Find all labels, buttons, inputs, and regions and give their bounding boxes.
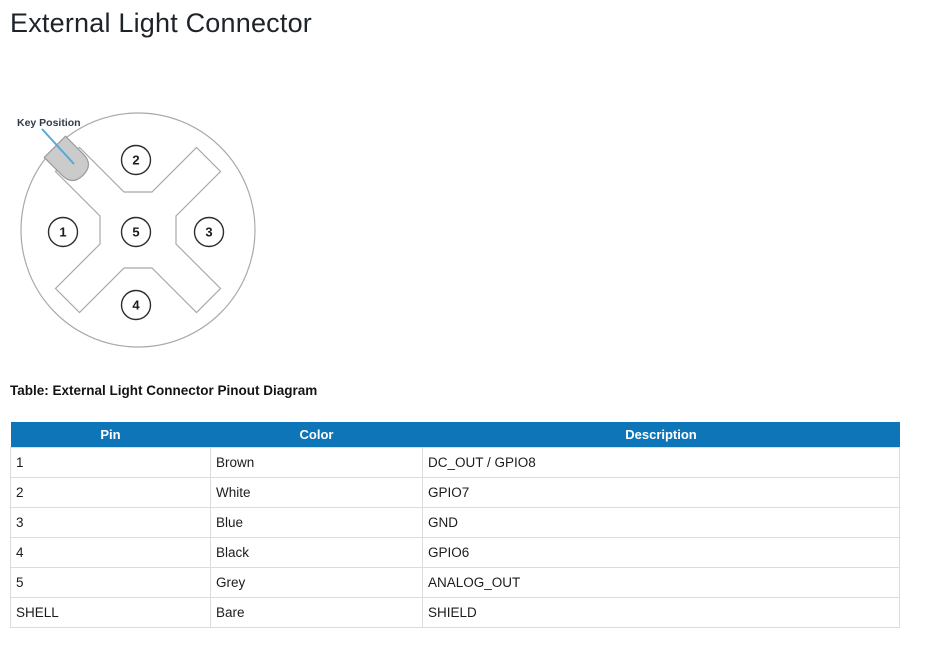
- cell-color: Brown: [210, 447, 423, 478]
- table-row: SHELL Bare SHIELD: [10, 597, 900, 628]
- pin-5-number: 5: [132, 225, 139, 240]
- pin-3: 3: [193, 216, 225, 248]
- cell-description: GND: [422, 507, 900, 538]
- pin-2-circle: [120, 144, 152, 176]
- cell-color: White: [210, 477, 423, 508]
- cell-pin: SHELL: [10, 597, 211, 628]
- cell-description: DC_OUT / GPIO8: [422, 447, 900, 478]
- table-row: 3 Blue GND: [10, 507, 900, 538]
- key-position-shape: [43, 135, 90, 182]
- pin-5-circle: [120, 216, 152, 248]
- pin-1-number: 1: [59, 225, 66, 240]
- cell-pin: 3: [10, 507, 211, 538]
- connector-diagram-container: Key Position 1 2 3 4 5: [8, 98, 298, 366]
- cell-pin: 1: [10, 447, 211, 478]
- cell-color: Bare: [210, 597, 423, 628]
- cell-pin: 4: [10, 537, 211, 568]
- key-position-label: Key Position: [17, 117, 81, 129]
- pin-2: 2: [120, 144, 152, 176]
- pin-4-number: 4: [132, 298, 140, 313]
- pin-1-circle: [47, 216, 79, 248]
- table-header-row: Pin Color Description: [10, 422, 900, 448]
- table-row: 1 Brown DC_OUT / GPIO8: [10, 447, 900, 478]
- pin-5: 5: [120, 216, 152, 248]
- connector-diagram: Key Position 1 2 3 4 5: [17, 112, 256, 348]
- pin-1: 1: [47, 216, 79, 248]
- pin-2-number: 2: [132, 153, 139, 168]
- table-row: 4 Black GPIO6: [10, 537, 900, 568]
- pin-4: 4: [120, 289, 152, 321]
- cell-color: Grey: [210, 567, 423, 598]
- cell-description: SHIELD: [422, 597, 900, 628]
- column-header-pin: Pin: [10, 422, 211, 448]
- pin-3-circle: [193, 216, 225, 248]
- cell-pin: 2: [10, 477, 211, 508]
- pin-3-number: 3: [205, 225, 212, 240]
- pinout-table: Pin Color Description 1 Brown DC_OUT / G…: [10, 422, 900, 628]
- cell-pin: 5: [10, 567, 211, 598]
- cell-description: GPIO7: [422, 477, 900, 508]
- cell-description: ANALOG_OUT: [422, 567, 900, 598]
- key-position-pointer-line: [41, 128, 75, 165]
- cell-color: Black: [210, 537, 423, 568]
- table-row: 5 Grey ANALOG_OUT: [10, 567, 900, 598]
- table-caption: Table: External Light Connector Pinout D…: [10, 383, 318, 398]
- cell-color: Blue: [210, 507, 423, 538]
- table-row: 2 White GPIO7: [10, 477, 900, 508]
- column-header-color: Color: [210, 422, 423, 448]
- column-header-description: Description: [422, 422, 900, 448]
- page-title: External Light Connector: [10, 8, 312, 38]
- pin-4-circle: [120, 289, 152, 321]
- cell-description: GPIO6: [422, 537, 900, 568]
